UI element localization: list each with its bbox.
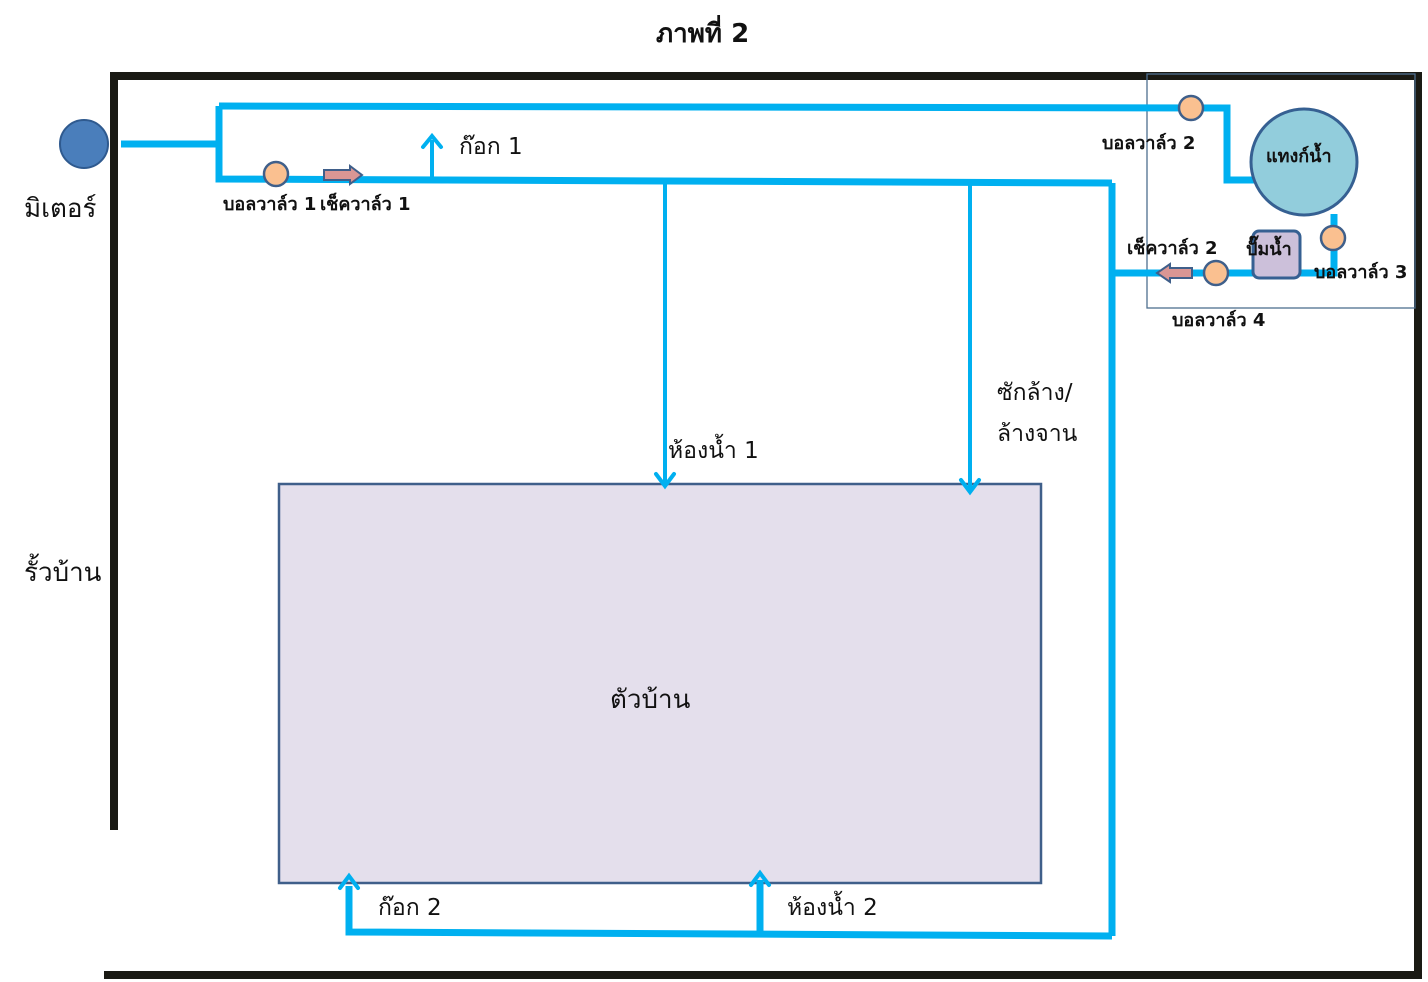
bottom-pipe <box>345 886 1113 940</box>
bathroom-2-label: ห้องน้ำ 2 <box>787 895 878 921</box>
check-valve-1-icon <box>323 164 364 186</box>
arrow-heads <box>338 132 981 890</box>
water-pump-icon <box>1251 229 1302 280</box>
sink-arrow <box>959 478 981 496</box>
bathroom-2-arrow <box>749 869 771 887</box>
ball-valve-3-icon <box>1319 224 1347 252</box>
faucet-2-arrow <box>338 872 360 890</box>
faucet-1-label: ก๊อก 1 <box>459 134 523 160</box>
ball-valve-1-label: บอลวาล์ว 1 <box>223 194 317 215</box>
check-valves <box>323 164 1193 284</box>
check-valve-1-label: เช็ควาล์ว 1 <box>320 194 411 215</box>
ball-valve-4-icon <box>1202 259 1230 287</box>
house-label: ตัวบ้าน <box>610 685 691 715</box>
ball-valve-4-label: บอลวาล์ว 4 <box>1172 310 1266 331</box>
figure-title: ภาพที่ 2 <box>656 19 750 49</box>
tank-supply-pipe <box>218 102 1256 184</box>
bathroom-1-arrow <box>654 472 676 490</box>
pump-label: ปั๊มน้ำ <box>1246 239 1292 260</box>
ball-valve-3-label: บอลวาล์ว 3 <box>1314 262 1408 283</box>
meter-icon <box>59 119 109 169</box>
sink-label-line1: ซักล้าง/ <box>997 380 1073 406</box>
bathroom-1-label: ห้องน้ำ 1 <box>668 438 759 464</box>
water-tank-icon <box>1249 107 1359 217</box>
ball-valve-2-icon <box>1177 94 1205 122</box>
upper-pipe-loop <box>215 106 1113 187</box>
house-block <box>277 482 1043 885</box>
faucet-1-arrow <box>421 132 443 149</box>
tank-label: แทงก์น้ำ <box>1266 146 1332 167</box>
ball-valve-2-label: บอลวาล์ว 2 <box>1102 133 1196 154</box>
check-valve-2-label: เช็ควาล์ว 2 <box>1127 238 1218 259</box>
check-valve-2-icon <box>1155 262 1193 284</box>
branch-pipes <box>430 140 972 490</box>
sink-label-line2: ล้างจาน <box>997 421 1078 447</box>
fence-line <box>104 72 1422 979</box>
meter-label: มิเตอร์ <box>24 194 97 224</box>
faucet-2-label: ก๊อก 2 <box>378 895 442 921</box>
ball-valve-1-icon <box>262 160 290 188</box>
fence-label: รั้วบ้าน <box>24 558 102 588</box>
pump-area-box <box>1146 73 1416 309</box>
ball-valves <box>262 94 1347 287</box>
